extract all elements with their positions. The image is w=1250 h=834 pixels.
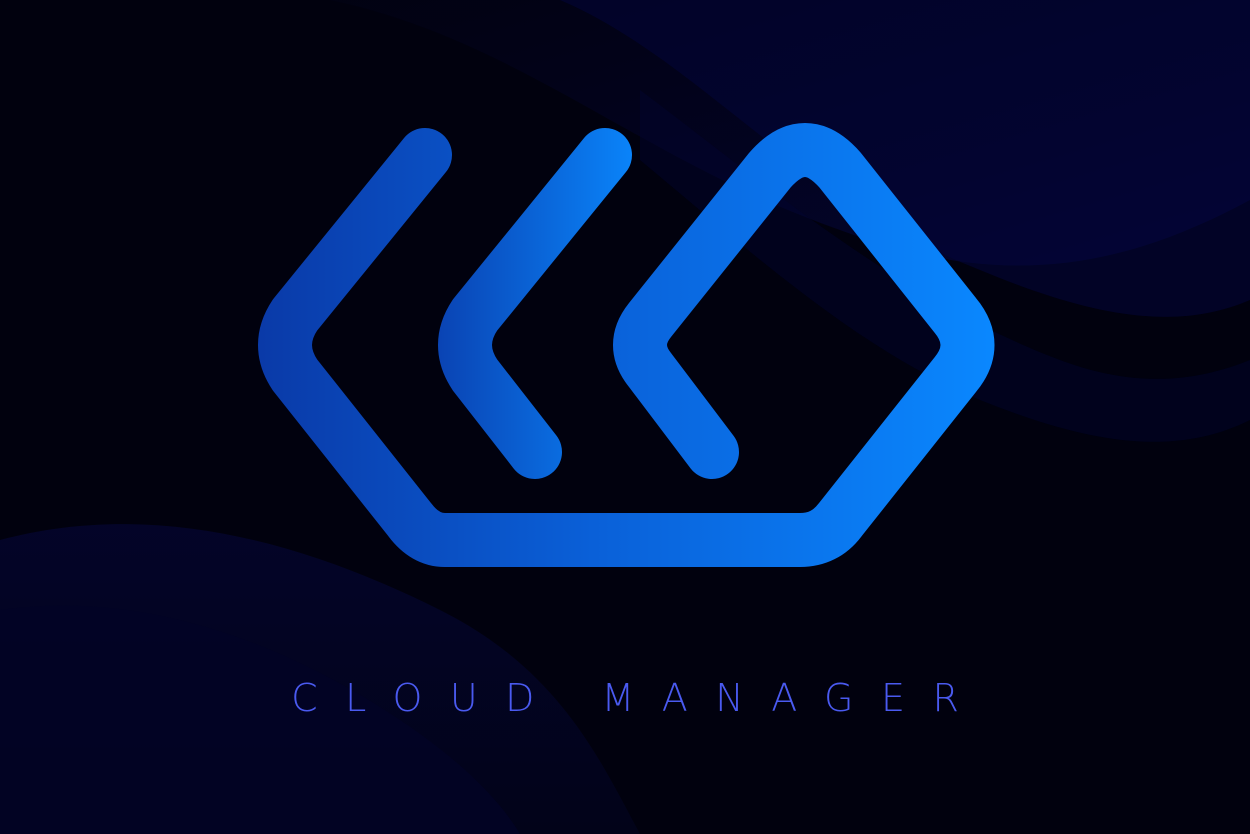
logo-middle-chevron xyxy=(438,128,632,479)
logo-outer-shape xyxy=(258,123,995,567)
wave-bottom-left-inner xyxy=(0,605,520,834)
brand-wordmark: CLOUD MANAGER xyxy=(291,676,987,720)
wave-top-right-mid xyxy=(560,0,1250,317)
